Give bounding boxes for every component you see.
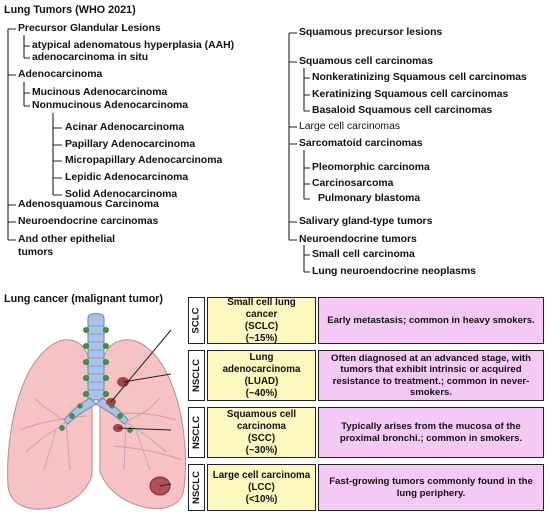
lymph-node	[83, 343, 89, 349]
right-lung	[99, 339, 186, 510]
lymph-node	[103, 375, 109, 381]
tree-node: Lepidic Adenocarcinoma	[65, 172, 189, 183]
tree-node: Micropapillary Adenocarcinoma	[65, 155, 223, 166]
cancer-description-box: Fast-growing tumors commonly found in th…	[318, 464, 544, 511]
tree-node: Mucinous Adenocarcinoma	[32, 87, 168, 98]
tree-node: Pleomorphic carcinoma	[312, 162, 430, 173]
tree-node: Adenocarcinoma	[18, 69, 103, 80]
cancer-description-box: Often diagnosed at an advanced stage, wi…	[318, 350, 544, 401]
cancer-type-box: Lung adenocarcinoma(LUAD)(~40%)	[207, 350, 316, 401]
lymph-node	[77, 403, 83, 409]
tree-node: Nonmucinous Adenocarcinoma	[32, 100, 189, 111]
tree-node: Carcinosarcoma	[312, 178, 394, 189]
category-label: NSCLC	[188, 350, 205, 401]
category-label: NSCLC	[188, 464, 205, 511]
lymph-node	[103, 359, 109, 365]
lymph-node	[83, 359, 89, 365]
tree-node: Sarcomatoid carcinomas	[299, 138, 423, 149]
trachea	[87, 313, 105, 401]
cancer-description-box: Early metastasis; common in heavy smoker…	[318, 297, 544, 344]
tree-title: Lung Tumors (WHO 2021)	[4, 4, 136, 16]
lymph-node	[83, 375, 89, 381]
lymph-node	[103, 343, 109, 349]
classification-tree-lines	[7, 28, 310, 273]
tree-node: Papillary Adenocarcinoma	[65, 139, 196, 150]
tree-node: Pulmonary blastoma	[318, 193, 421, 204]
tree-node: Squamous cell carcinomas	[299, 56, 433, 67]
lymph-node	[59, 425, 65, 431]
cancer-type-box: Squamous cell carcinoma(SCC)(~30%)	[207, 407, 316, 458]
lungs-illustration	[7, 313, 186, 510]
lymph-node	[69, 413, 75, 419]
tree-node: tumors	[18, 247, 54, 258]
tree-node: Small cell carcinoma	[312, 249, 415, 260]
lymph-node	[103, 391, 109, 397]
cancer-type-box: Small cell lung cancer(SCLC)(~15%)	[207, 297, 316, 344]
tree-node: Acinar Adenocarcinoma	[65, 122, 185, 133]
tree-node: Large cell carcinomas	[299, 121, 401, 132]
cancer-description-box: Typically arises from the mucosa of the …	[318, 407, 544, 458]
tree-node: Keratinizing Squamous cell carcinomas	[312, 89, 509, 100]
tree-node: Neuroendocrine carcinomas	[18, 216, 159, 227]
tree-node: Nonkeratinizing Squamous cell carcinomas	[312, 72, 527, 83]
lymph-node	[83, 391, 89, 397]
lymph-node	[83, 327, 89, 333]
tree-node: And other epithelial	[18, 234, 115, 245]
tree-node: atypical adenomatous hyperplasia (AAH)	[32, 40, 235, 51]
tree-node: adenocarcinoma in situ	[32, 52, 149, 63]
tree-node: Salivary gland-type tumors	[299, 216, 433, 227]
tree-node: Precursor Glandular Lesions	[18, 23, 161, 34]
left-lung	[7, 339, 93, 510]
category-label: NSCLC	[188, 407, 205, 458]
tree-node: Neuroendocrine tumors	[299, 234, 417, 245]
lung-section-title: Lung cancer (malignant tumor)	[4, 293, 163, 305]
category-label: SCLC	[188, 297, 205, 344]
tree-node: Solid Adenocarcinoma	[65, 189, 178, 200]
tree-node: Adenosquamous Carcinoma	[18, 199, 159, 210]
lymph-node	[103, 327, 109, 333]
tree-node: Squamous precursor lesions	[299, 27, 443, 38]
tree-node: Basaloid Squamous cell carcinomas	[312, 105, 493, 116]
lymph-node	[117, 413, 123, 419]
cancer-type-box: Large cell carcinoma(LCC)(<10%)	[207, 464, 316, 511]
tree-node: Lung neuroendocrine neoplasms	[312, 266, 476, 277]
